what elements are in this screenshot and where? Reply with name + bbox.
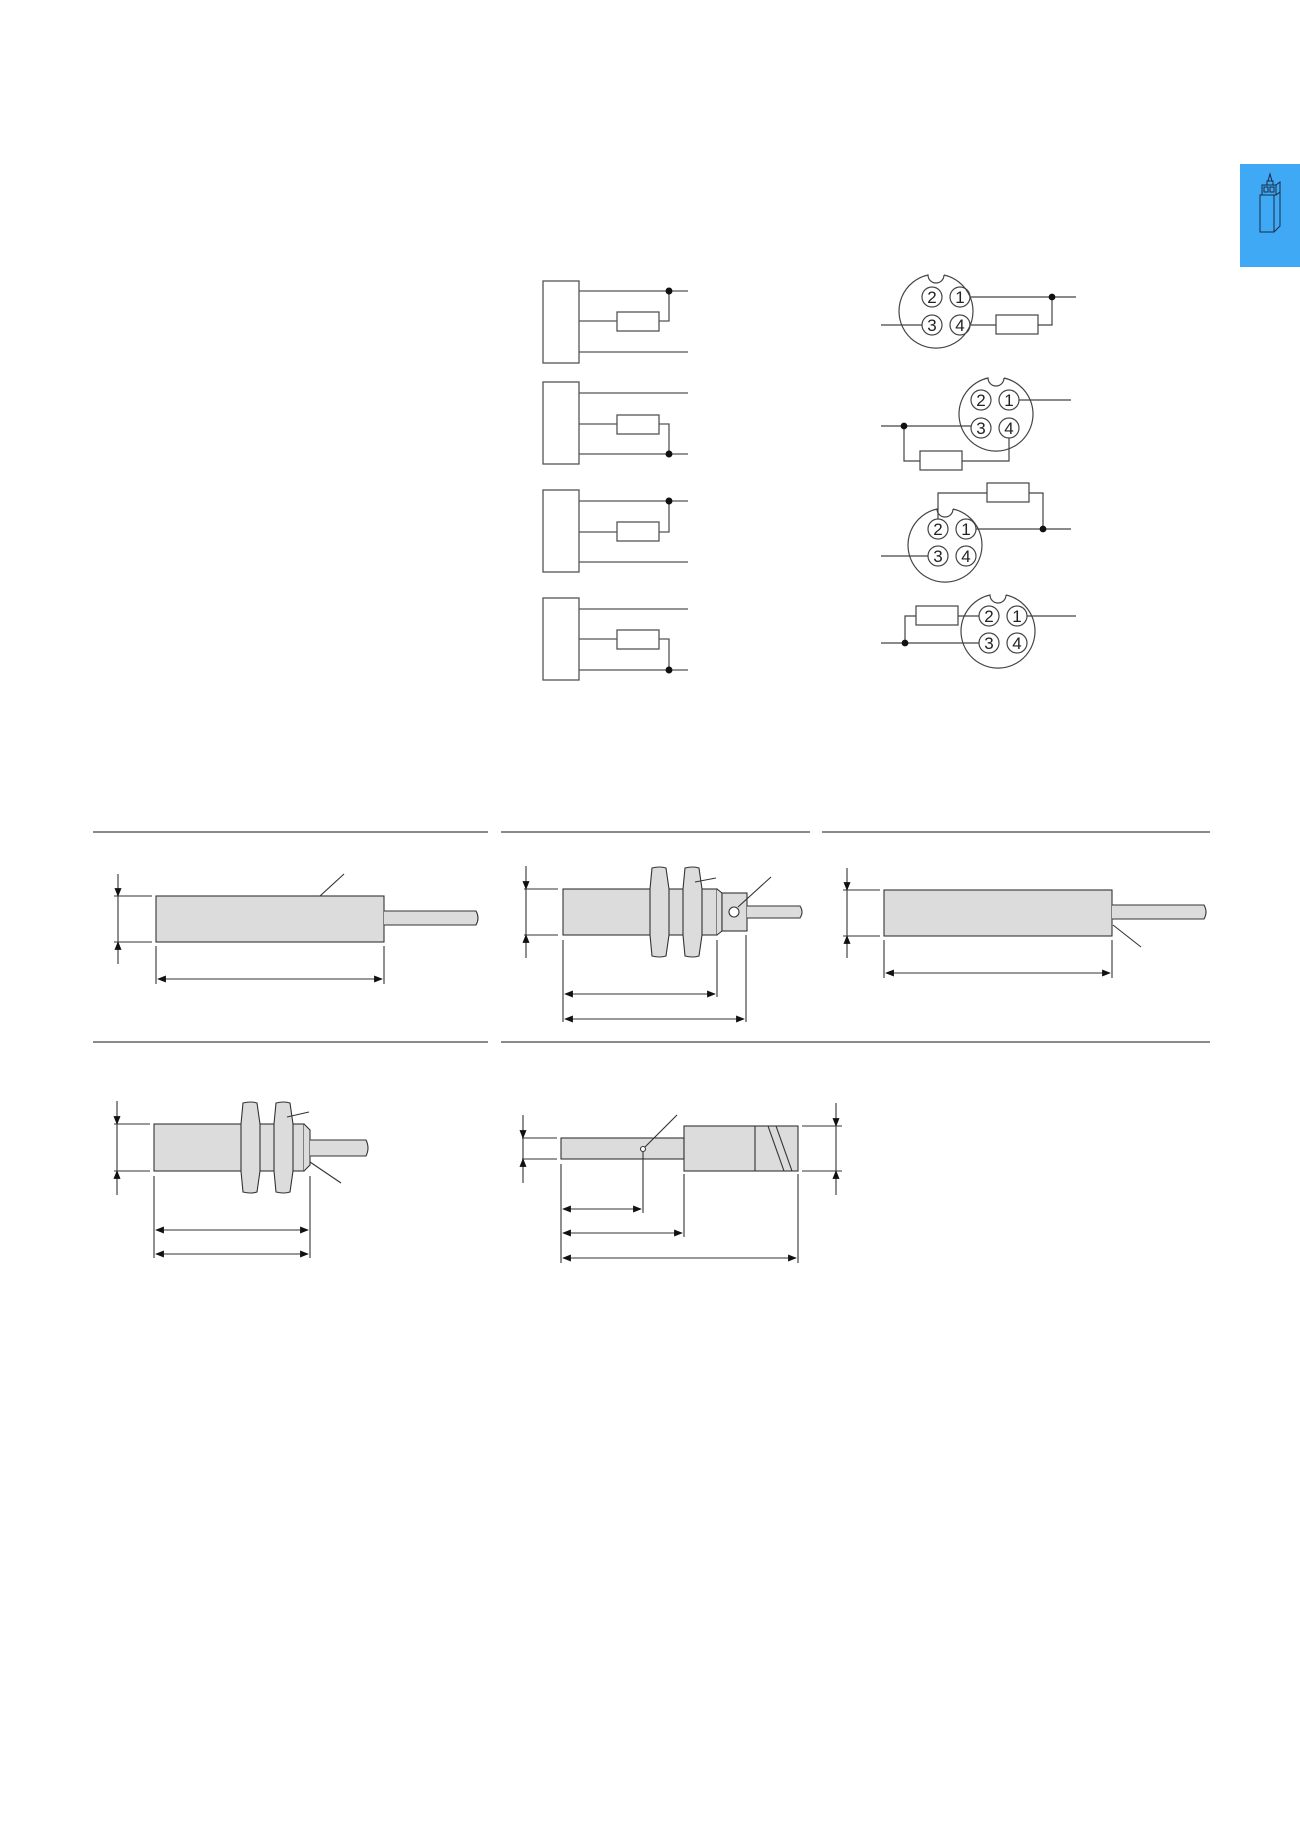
svg-text:1: 1 xyxy=(961,520,970,539)
svg-text:3: 3 xyxy=(927,316,936,335)
svg-text:3: 3 xyxy=(933,547,942,566)
svg-text:3: 3 xyxy=(984,634,993,653)
svg-text:4: 4 xyxy=(955,316,964,335)
section-dividers xyxy=(93,831,1210,1043)
svg-text:4: 4 xyxy=(961,547,970,566)
dimension-drawing-5 xyxy=(519,1103,842,1263)
svg-text:3: 3 xyxy=(976,419,985,438)
svg-text:4: 4 xyxy=(1004,419,1013,438)
svg-text:2: 2 xyxy=(933,520,942,539)
svg-text:1: 1 xyxy=(1012,607,1021,626)
connector-diagram-2: 2 1 3 4 xyxy=(881,377,1071,471)
svg-text:2: 2 xyxy=(984,607,993,626)
connector-diagram-1: 2 1 3 4 xyxy=(881,274,1076,349)
dimension-drawing-4 xyxy=(113,1101,369,1258)
circuit-diagram-2 xyxy=(542,381,688,465)
svg-text:4: 4 xyxy=(1012,634,1021,653)
connector-diagram-3: 2 1 3 4 xyxy=(881,482,1071,583)
limit-switch-icon xyxy=(1240,164,1300,267)
connector-diagram-4: 2 1 3 4 xyxy=(881,594,1076,669)
dimension-drawing-2 xyxy=(522,866,803,1023)
svg-text:2: 2 xyxy=(976,391,985,410)
dimension-drawing-3 xyxy=(843,868,1207,978)
circuit-diagram-3 xyxy=(542,489,688,573)
svg-text:2: 2 xyxy=(927,288,936,307)
circuit-diagram-1 xyxy=(542,280,688,364)
dimension-drawing-1 xyxy=(114,873,479,984)
circuit-diagram-4 xyxy=(542,597,688,681)
section-tab[interactable] xyxy=(1240,164,1300,267)
svg-text:1: 1 xyxy=(1004,391,1013,410)
svg-text:1: 1 xyxy=(955,288,964,307)
